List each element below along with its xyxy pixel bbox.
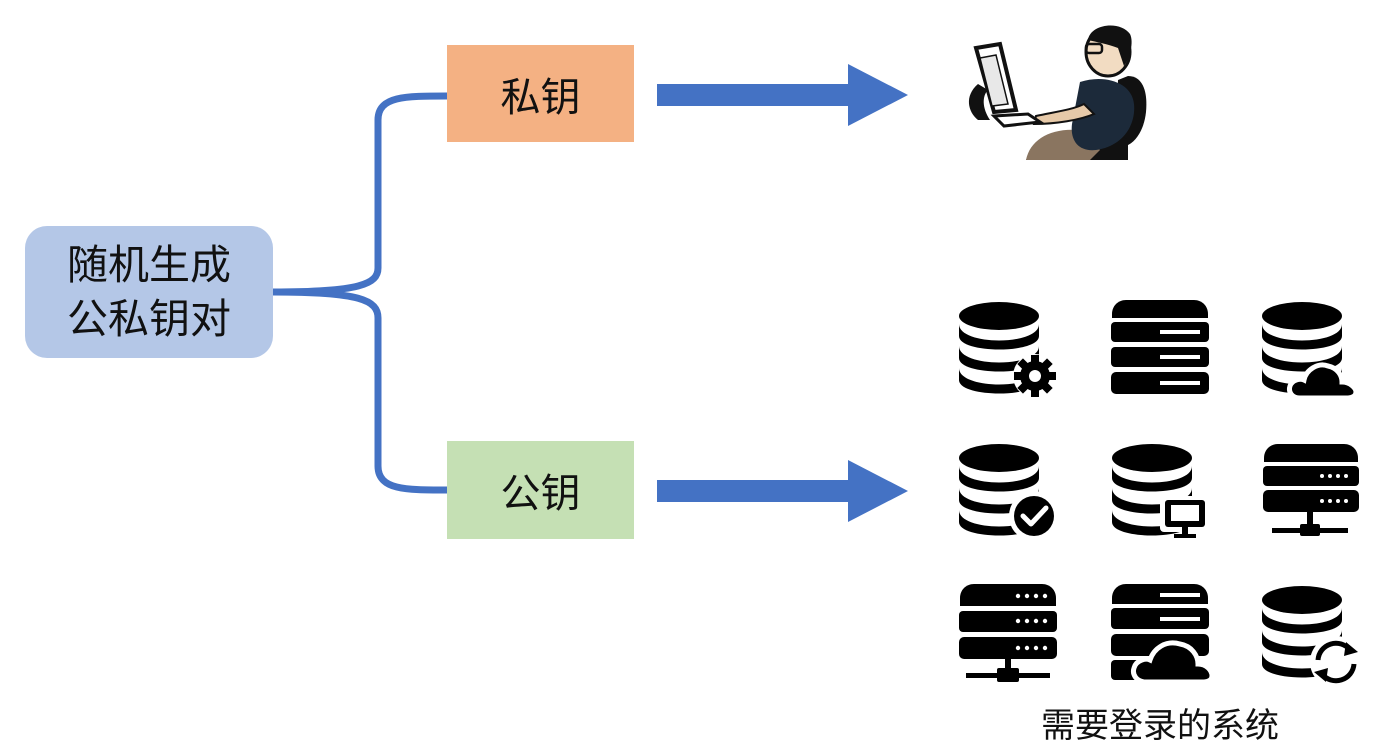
arrow-to-user	[657, 64, 908, 126]
source-label-line2: 公私钥对	[67, 295, 231, 343]
systems-caption: 需要登录的系统	[1041, 706, 1279, 746]
database-gear-icon	[959, 302, 1057, 398]
database-cloud-icon	[1262, 302, 1359, 401]
public-key-node: 公钥	[447, 441, 634, 539]
server-network-icon	[959, 584, 1057, 682]
database-sync-icon	[1262, 586, 1362, 688]
server-cloud-icon	[1111, 584, 1215, 685]
arrow-to-systems	[657, 460, 908, 522]
systems-icon-grid	[959, 300, 1362, 688]
server-rack-icon	[1111, 300, 1209, 394]
source-label-line1: 随机生成	[67, 241, 231, 289]
server-network-icon	[1263, 444, 1359, 536]
database-check-icon	[959, 444, 1059, 541]
database-monitor-icon	[1112, 444, 1210, 538]
private-key-node: 私钥	[447, 45, 634, 142]
key-pair-source-node: 随机生成 公私钥对	[25, 226, 273, 358]
person-at-computer-icon	[968, 25, 1147, 160]
brace-connector	[272, 92, 451, 494]
